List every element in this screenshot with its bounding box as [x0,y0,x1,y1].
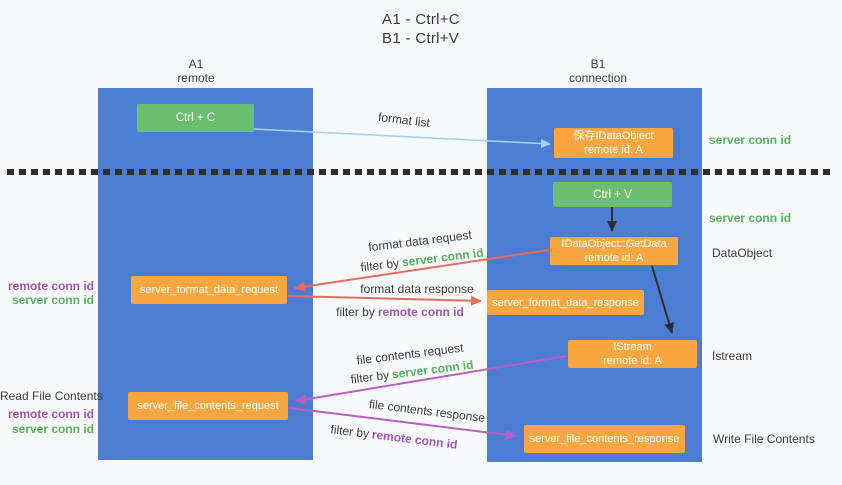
server-file-contents-request-node: server_file_contents_request [128,392,288,420]
save-dataobject-line2: remote id: A [584,144,643,156]
file-contents-response-filter-label: filter byremote conn id [330,422,458,451]
ctrl-v-label: Ctrl + V [593,188,632,201]
right-server-conn-id-note-2: server conn id [709,211,792,225]
format-data-response-arrow [287,295,482,306]
server-format-data-response-node: server_format_data_response [487,290,644,315]
istream-node: IStream remote id: A [568,340,697,368]
right-server-conn-id-note-1: server conn id [709,133,792,147]
server-conn-id-key: server conn id [401,245,485,270]
istream-note: Istream [712,349,753,363]
istream-line1: IStream [613,341,652,353]
filter-by-text: filter by [336,305,375,319]
server-format-data-response-label: server_format_data_response [492,296,639,309]
diagram-title: A1 - Ctrl+C B1 - Ctrl+V [0,10,842,48]
lane-b-header: B1 connection [518,57,678,85]
lane-b-name: B1 [590,57,606,71]
write-file-contents-note: Write File Contents [713,432,815,446]
left-remote-conn-id-note-2: remote conn id [7,407,94,421]
getdata-line1: IDataObject::GetData [561,238,667,250]
lane-a-role: remote [177,71,215,85]
remote-conn-id-key: remote conn id [377,305,464,319]
copy-paste-divider-dotted-line [7,169,835,175]
format-list-label: format list [377,109,431,131]
filter-by-text: filter by [359,255,400,275]
ctrl-c-node: Ctrl + C [137,104,254,132]
server-file-contents-response-label: server_file_contents_response [529,433,680,445]
getdata-node: IDataObject::GetData remote id: A [550,237,678,265]
server-file-contents-request-label: server_file_contents_request [137,400,279,412]
istream-line2: remote id: A [603,355,662,367]
left-server-conn-id-note-1: server conn id [11,293,94,307]
read-file-contents-note: Read File Contents [0,389,103,403]
server-file-contents-response-node: server_file_contents_response [524,425,685,453]
left-remote-conn-id-note-1: remote conn id [7,279,94,293]
ctrl-c-label: Ctrl + C [175,112,216,124]
save-dataobject-line1: 保存IDataObject [573,130,654,142]
remote-conn-id-key: remote conn id [371,427,459,452]
filter-by-text: filter by [349,367,390,387]
ctrl-v-node: Ctrl + V [553,182,672,207]
file-contents-response-label: file contents response [368,396,486,426]
dataobject-note: DataObject [712,246,773,260]
format-data-response-label: format data response [360,282,474,296]
lane-a-name: A1 [188,57,204,71]
title-line-1: A1 - Ctrl+C [382,11,460,28]
lane-a-header: A1 remote [116,57,276,85]
lane-b-role: connection [568,71,628,85]
title-line-2: B1 - Ctrl+V [382,30,460,47]
server-format-data-request-label: server_format_data_request [139,284,279,296]
filter-by-text: filter by [329,422,370,441]
getdata-line2: remote id: A [584,252,644,264]
server-format-data-request-node: server_format_data_request [131,276,287,304]
save-dataobject-node: 保存IDataObject remote id: A [554,128,673,158]
left-server-conn-id-note-2: server conn id [11,422,94,436]
